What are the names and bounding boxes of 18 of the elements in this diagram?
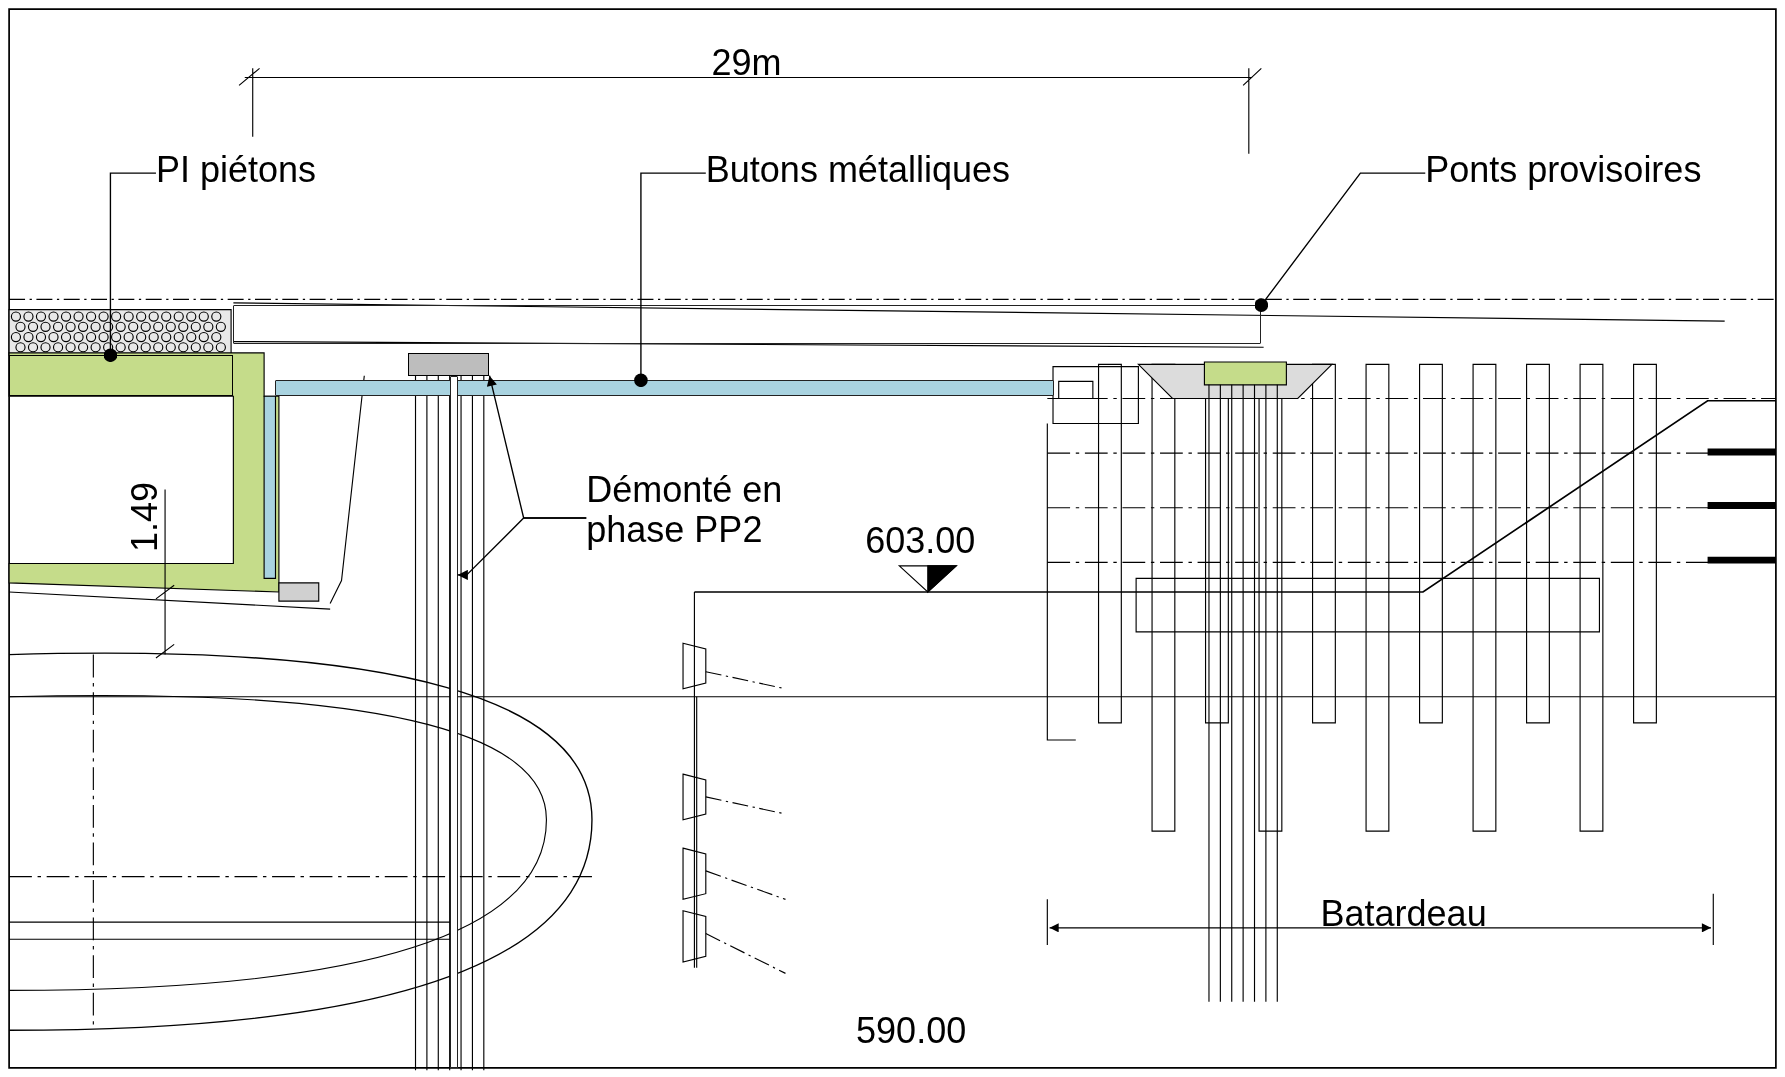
dimension-text: 29m	[711, 43, 782, 84]
dimension-text: Batardeau	[1320, 893, 1487, 934]
dimension-text: 603.00	[865, 521, 976, 562]
dimension-text: 1.49	[125, 482, 166, 553]
strut-beam	[275, 380, 1055, 397]
pile	[449, 375, 458, 1068]
callout-label: PI piétons	[155, 150, 359, 196]
callout-label: Butons métalliques	[705, 150, 1053, 196]
dimension-text: 590.00	[856, 1010, 967, 1051]
callout-label: Démonté en phase PP2	[586, 470, 814, 564]
leader-line	[103, 172, 157, 363]
leader-line	[456, 517, 587, 581]
leader-line	[634, 172, 707, 388]
callout-label: Ponts provisoires	[1425, 150, 1742, 196]
bridge-deck	[233, 305, 1262, 344]
concrete-slab	[9, 355, 234, 397]
leader-line	[1254, 172, 1426, 312]
pile-cap	[407, 352, 490, 376]
